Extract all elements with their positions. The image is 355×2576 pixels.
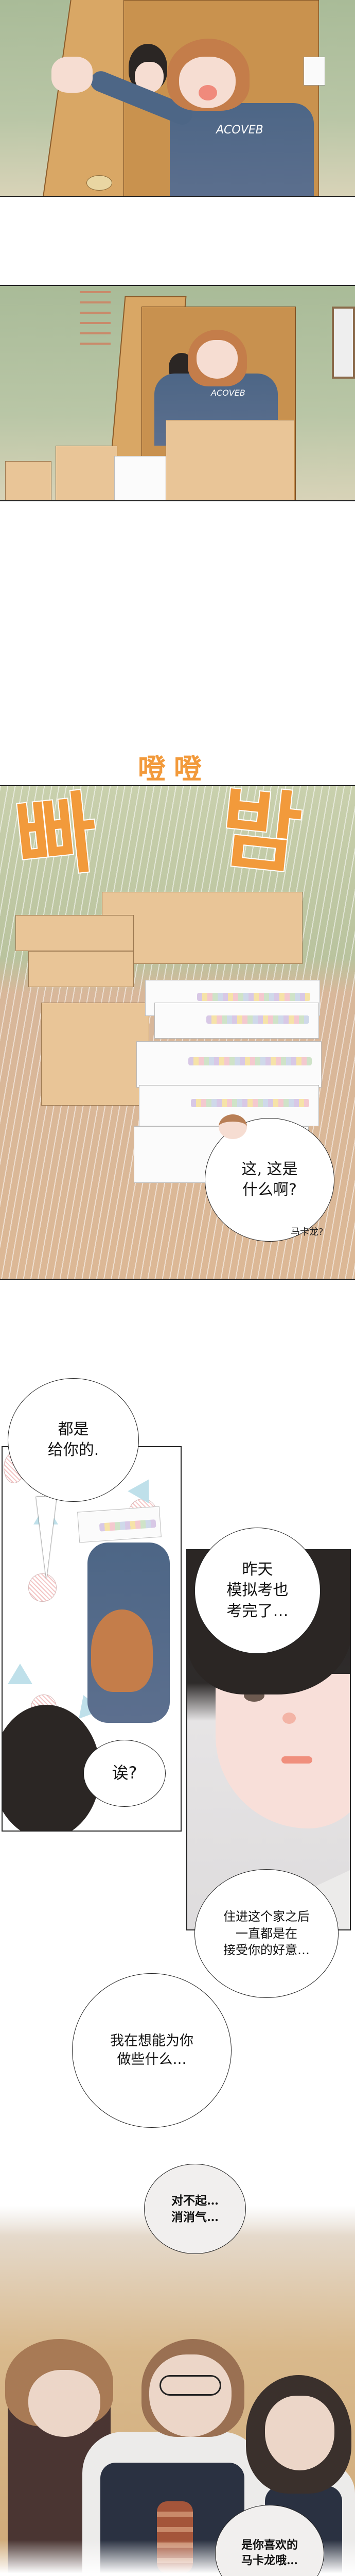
macaron-box xyxy=(136,1041,322,1088)
girl-open-mouth xyxy=(199,85,217,100)
panel-6-flashback xyxy=(0,2205,355,2573)
boy-mouth xyxy=(281,1756,312,1764)
macarons xyxy=(188,1057,312,1065)
light-switch xyxy=(304,57,325,86)
speech-bubble-since-moving-in: 住进这个家之后 一直都是在 接受你的好意… xyxy=(194,1869,339,1998)
macarons xyxy=(197,993,310,1001)
bg-triangle xyxy=(8,1664,32,1684)
boy-face-closeup xyxy=(216,1674,350,1828)
door-knob xyxy=(86,175,112,191)
sfx-small: 噔噔 xyxy=(138,753,210,785)
speech-bubble-huh: 诶? xyxy=(83,1740,166,1807)
speech-bubble-all-for-you: 都是 给你的. xyxy=(8,1378,139,1502)
panel-5 xyxy=(186,1549,351,1930)
coat-rack xyxy=(80,291,111,353)
macaron-box-stack xyxy=(114,456,171,500)
macaron-tower xyxy=(157,2501,193,2573)
macaron-box-raised xyxy=(77,1506,162,1543)
bg-triangle xyxy=(128,1473,159,1504)
macarons xyxy=(99,1519,156,1532)
speech-bubble-yesterday: 昨天 模拟考也 考完了… xyxy=(194,1528,321,1654)
girl-hair-back xyxy=(91,1609,153,1692)
shopping-bag xyxy=(5,461,51,500)
sweater-logo: ACOVEB xyxy=(211,388,245,398)
speech-bubble-your-favorite: 是你喜欢的 马卡龙哦… xyxy=(215,2505,324,2576)
wall-frame-photo xyxy=(332,307,355,379)
large-shopping-bag xyxy=(166,420,294,500)
speech-bubble-thinking: 我在想能为你 做些什么… xyxy=(72,1973,232,2128)
girl-face xyxy=(197,340,238,379)
macaron-question: 马卡龙? xyxy=(291,1227,324,1238)
panel-2: ACOVEB xyxy=(0,285,355,501)
girl-sweater: ACOVEB xyxy=(170,103,314,196)
bubble-tail xyxy=(36,1497,57,1579)
sfx-big-left: 빠 xyxy=(11,782,102,892)
girl-face xyxy=(179,57,236,108)
panel-1: ACOVEB xyxy=(0,0,355,197)
friend-center-face xyxy=(149,2354,232,2437)
speech-bubble-what-is-this: 这, 这是 什么啊? xyxy=(205,1118,334,1242)
flat-paper-bag xyxy=(41,1003,149,1106)
sweater-logo: ACOVEB xyxy=(216,124,263,137)
friend-right-face xyxy=(265,2396,334,2470)
macarons xyxy=(206,1015,309,1024)
boy-blush xyxy=(282,1713,296,1724)
macarons xyxy=(191,1099,309,1107)
glasses xyxy=(159,2375,221,2396)
sfx-big-right: 밤 xyxy=(215,776,306,887)
macaron-box xyxy=(154,1003,319,1039)
speech-bubble-sorry: 对不起… 消消气… xyxy=(144,2164,246,2254)
paper-bag-row xyxy=(102,892,303,964)
girl-chibi-face xyxy=(219,1114,247,1139)
shopping-bag xyxy=(56,446,117,500)
friend-left-face xyxy=(28,2370,100,2437)
girl-hand xyxy=(51,57,93,93)
flat-paper-bag xyxy=(28,951,134,987)
flat-paper-bag xyxy=(15,915,134,951)
